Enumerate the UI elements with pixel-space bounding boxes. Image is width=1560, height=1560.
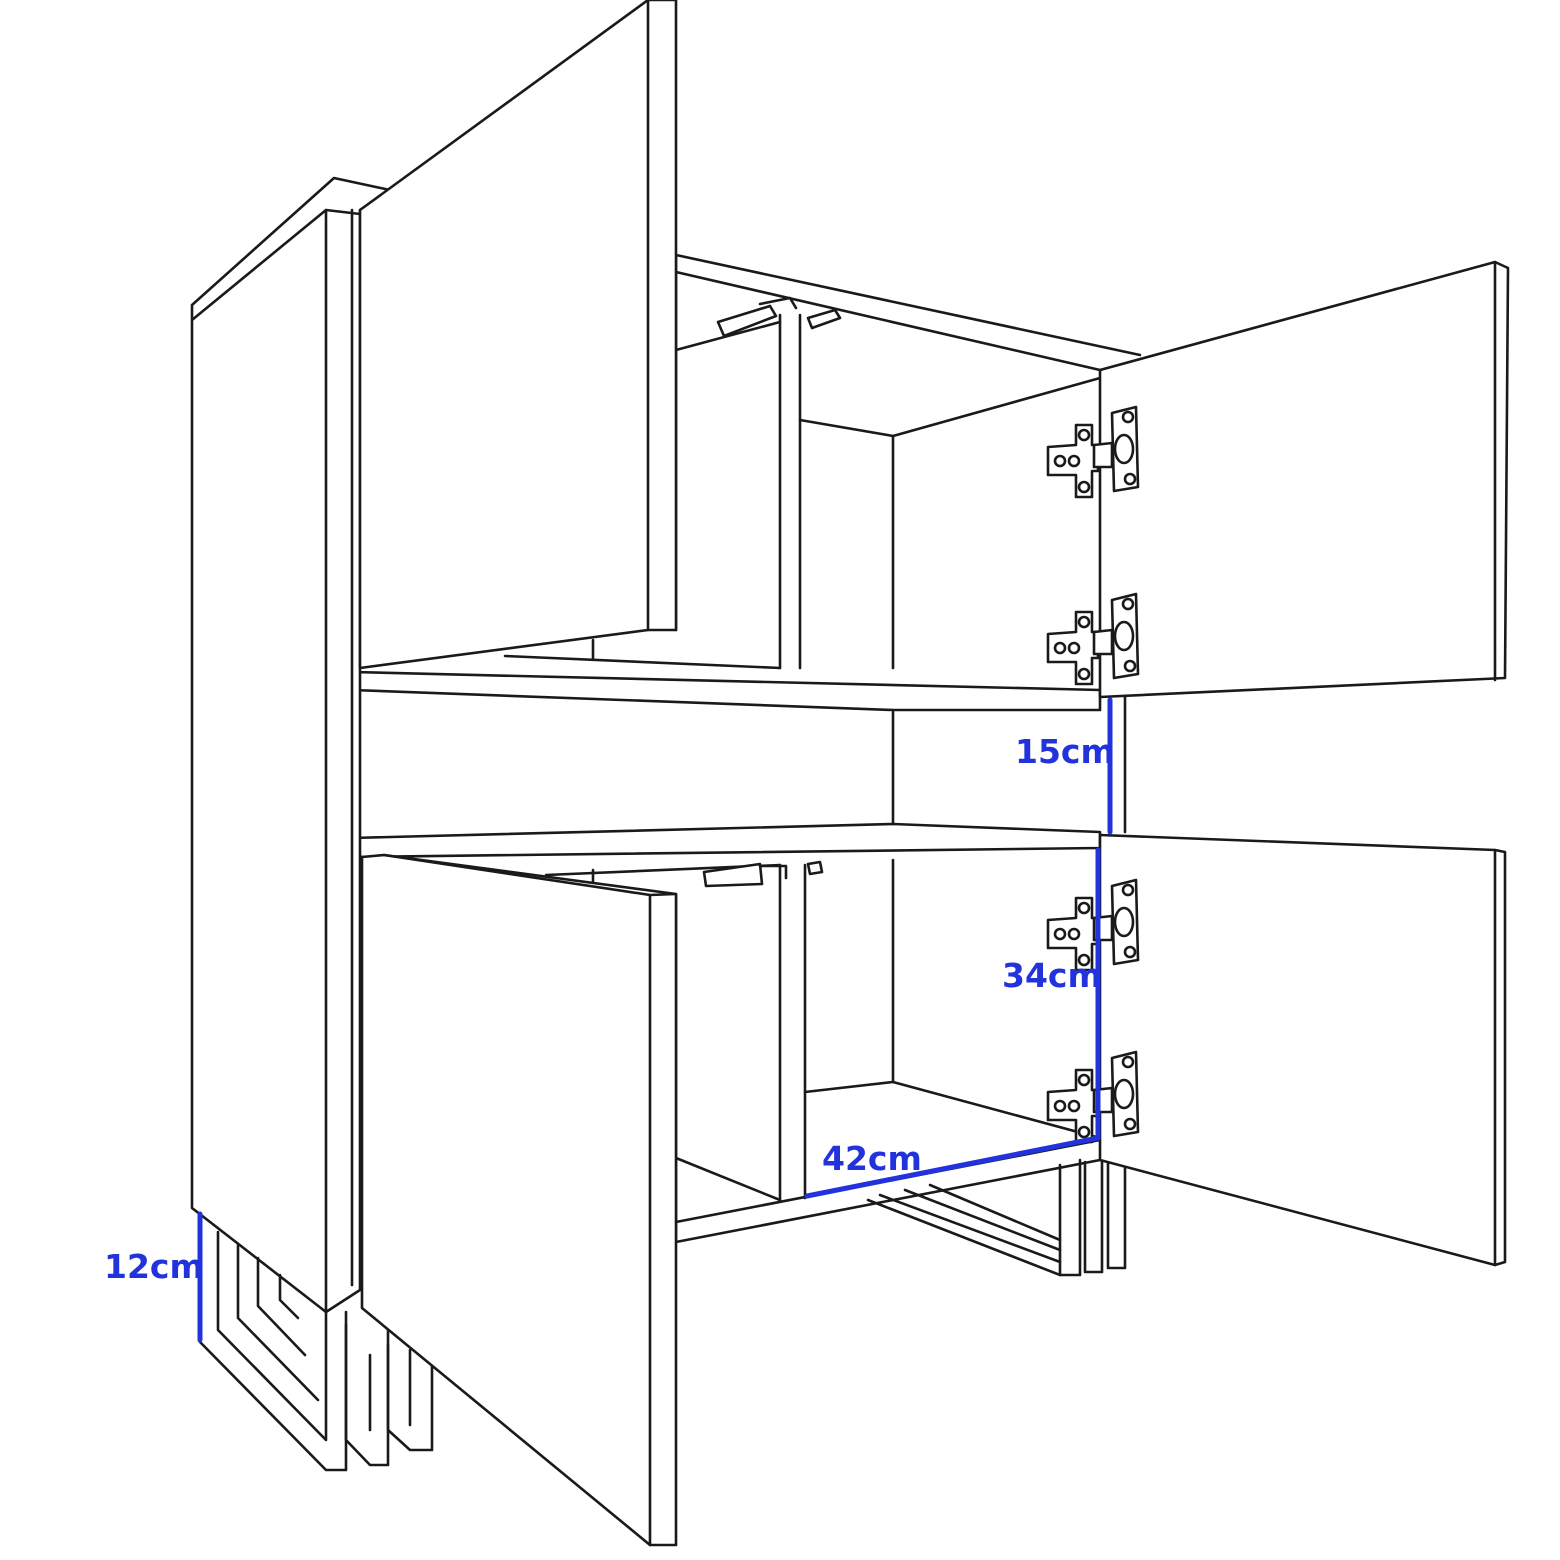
middle-shelf-height-label: 15cm [1015, 732, 1115, 771]
hinge-icon [1046, 1050, 1140, 1144]
inner-width-dimension-line [804, 1135, 1101, 1199]
inner-width-label: 42cm [822, 1139, 922, 1178]
lower-right-door [1098, 833, 1507, 1267]
lower-left-door [360, 853, 678, 1547]
cabinet-legs [198, 1158, 1127, 1472]
dimension-annotations: 12cm 15cm 34cm 42cm [104, 697, 1115, 1343]
hinges-group [1046, 405, 1140, 1144]
hinge-icon [1046, 878, 1140, 972]
hinge-icon [1046, 592, 1140, 686]
hinge-icon [1046, 405, 1140, 499]
leg-height-label: 12cm [104, 1247, 204, 1286]
lower-compartment-height-label: 34cm [1002, 956, 1102, 995]
door-stopper-icon [702, 296, 842, 888]
upper-left-door [358, 0, 678, 670]
cabinet-carcass [190, 176, 1142, 1314]
upper-right-door [1098, 260, 1510, 699]
